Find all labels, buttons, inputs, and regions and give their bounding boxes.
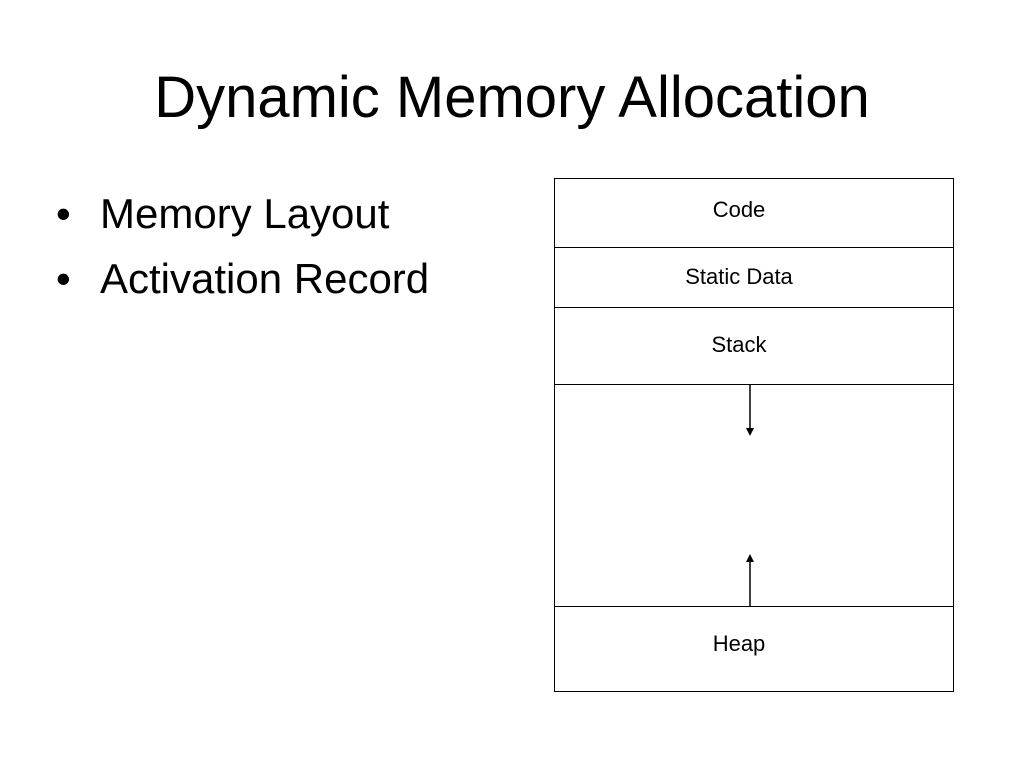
stack-segment-label: Stack [711,332,767,357]
free-memory-segment [554,384,954,607]
bullet-text: Memory Layout [100,190,390,237]
bullet-marker: • [56,255,71,302]
code-segment-label: Code [712,197,766,222]
static-data-segment: Static Data [554,247,954,308]
bullet-item-activation-record: • Activation Record [56,251,526,316]
stack-segment: Stack [554,307,954,385]
bullet-marker: • [56,190,71,237]
slide-title: Dynamic Memory Allocation [154,65,870,130]
bullet-list: • Memory Layout • Activation Record [56,186,526,316]
bullet-text: Activation Record [100,255,430,302]
code-segment: Code [554,178,954,248]
heap-segment-label: Heap [712,631,766,656]
bullet-item-memory-layout: • Memory Layout [56,186,526,251]
static-data-segment-label: Static Data [685,264,793,289]
heap-segment: Heap [554,606,954,692]
memory-layout-diagram: Code Static Data Stack Heap [554,178,958,693]
